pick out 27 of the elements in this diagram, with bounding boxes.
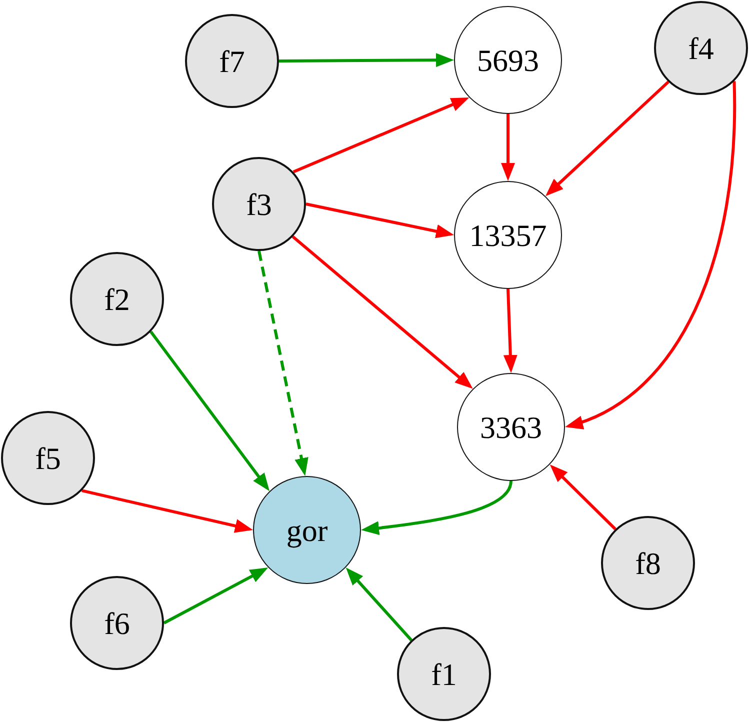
node-label: f6 <box>104 608 130 638</box>
curved-arrow <box>565 81 736 428</box>
dashed-arrow <box>258 250 308 476</box>
curved-arrow <box>361 480 512 535</box>
node-label: f2 <box>104 284 130 314</box>
arrow <box>503 288 518 373</box>
node-label: f8 <box>635 548 661 578</box>
arrow <box>292 98 470 174</box>
node-label: f1 <box>431 658 457 690</box>
arrow <box>81 489 253 533</box>
arrow <box>545 80 670 196</box>
node-label: 3363 <box>480 412 542 442</box>
arrow <box>150 330 270 492</box>
node-label: f4 <box>688 32 714 64</box>
node-label: 5693 <box>477 44 539 76</box>
node-label: f5 <box>35 442 61 474</box>
arrow <box>501 114 515 181</box>
arrow <box>346 568 413 642</box>
node-label: gor <box>286 514 328 546</box>
arrow <box>306 202 454 238</box>
arrow <box>163 568 268 624</box>
node-label: f7 <box>219 46 245 76</box>
arrow <box>550 464 616 530</box>
node-label: f3 <box>246 188 272 220</box>
arrow <box>279 53 454 68</box>
node-label: 13357 <box>469 220 547 250</box>
arrow <box>292 235 473 389</box>
